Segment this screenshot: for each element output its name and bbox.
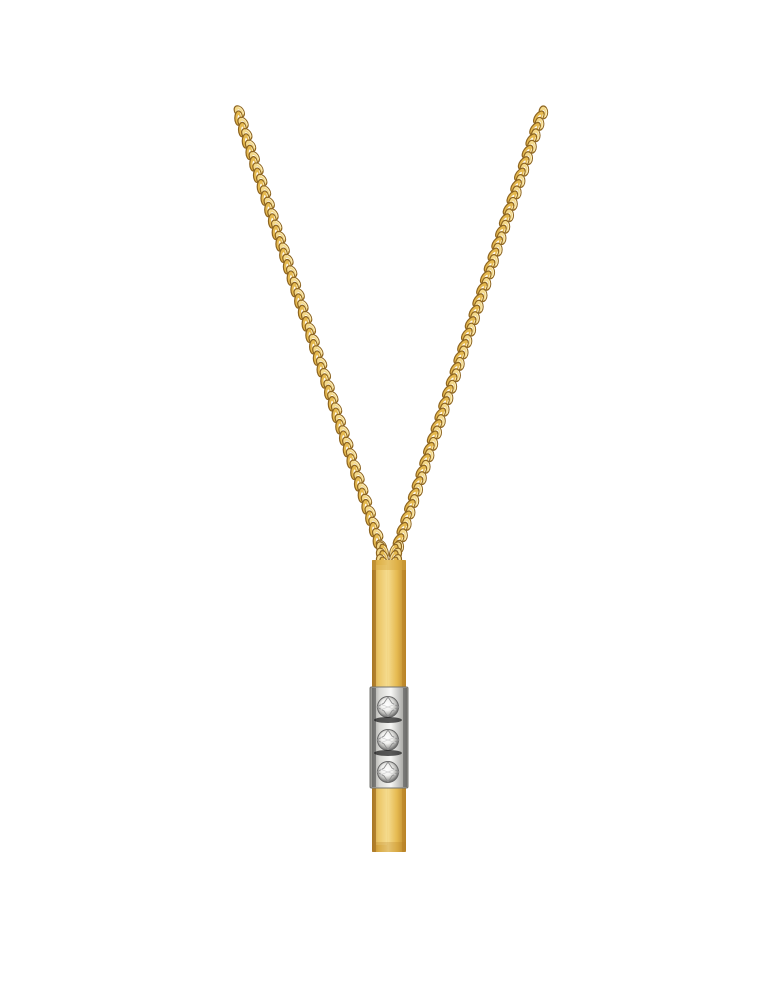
diamond-icon: [374, 696, 402, 723]
chain: [233, 105, 549, 575]
diamond-icon: [374, 729, 402, 756]
diamond-icon: [376, 761, 400, 783]
pendant-bar: [369, 560, 409, 852]
diamond-stones: [374, 696, 402, 783]
